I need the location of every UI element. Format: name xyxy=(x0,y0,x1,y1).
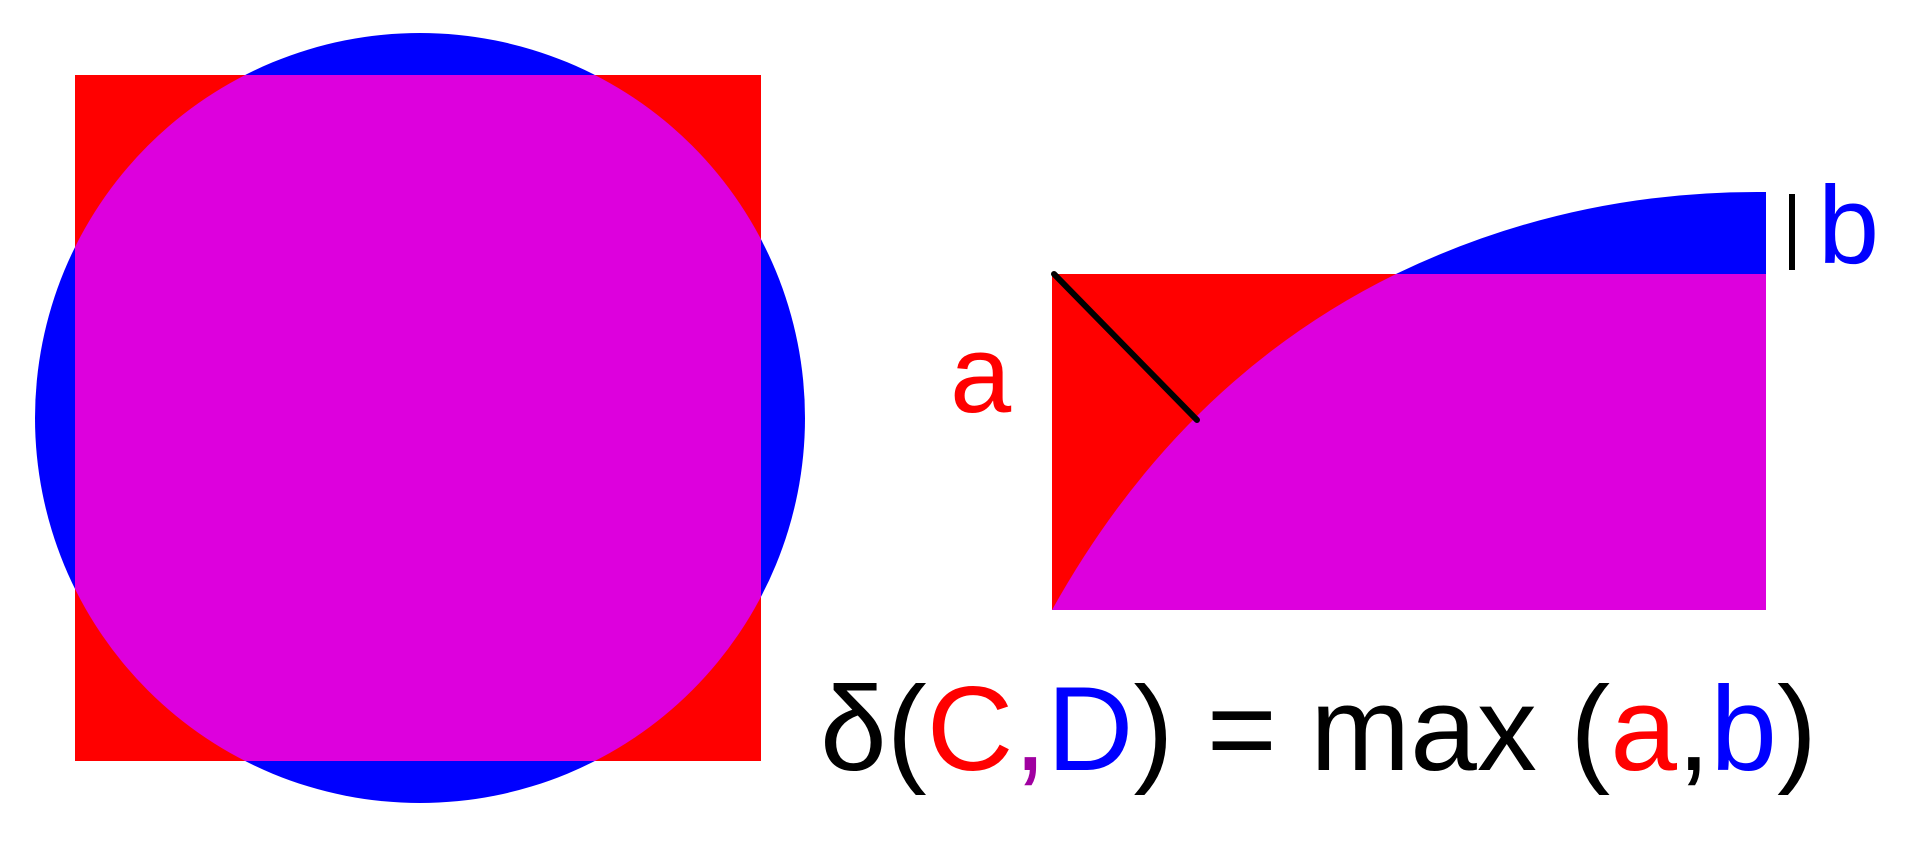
formula-close-paren: ) xyxy=(1133,662,1173,796)
formula-a: a xyxy=(1610,662,1677,796)
formula-c: C xyxy=(927,662,1014,796)
overlap-region-left xyxy=(75,75,761,761)
overlap-region-right xyxy=(1052,274,1766,610)
formula-comma-2: , xyxy=(1677,662,1710,796)
formula-close-paren-2: ) xyxy=(1777,662,1817,796)
blue-excess-region xyxy=(1396,191,1766,274)
formula-space xyxy=(1537,662,1570,796)
hausdorff-formula: δ(C,D) = max (a,b) xyxy=(820,662,1817,796)
formula-equals: = xyxy=(1173,662,1310,796)
formula-open-paren-2: ( xyxy=(1570,662,1610,796)
distance-a-segment xyxy=(1051,271,1200,423)
right-panel xyxy=(1051,191,1795,610)
formula-delta: δ xyxy=(820,662,887,796)
formula-max: max xyxy=(1310,662,1537,796)
formula-open-paren: ( xyxy=(887,662,927,796)
left-panel xyxy=(35,33,805,803)
formula-d: D xyxy=(1047,662,1134,796)
formula-b: b xyxy=(1710,662,1777,796)
formula-comma: , xyxy=(1013,662,1046,796)
label-b: b xyxy=(1818,164,1879,287)
label-a: a xyxy=(950,313,1012,436)
